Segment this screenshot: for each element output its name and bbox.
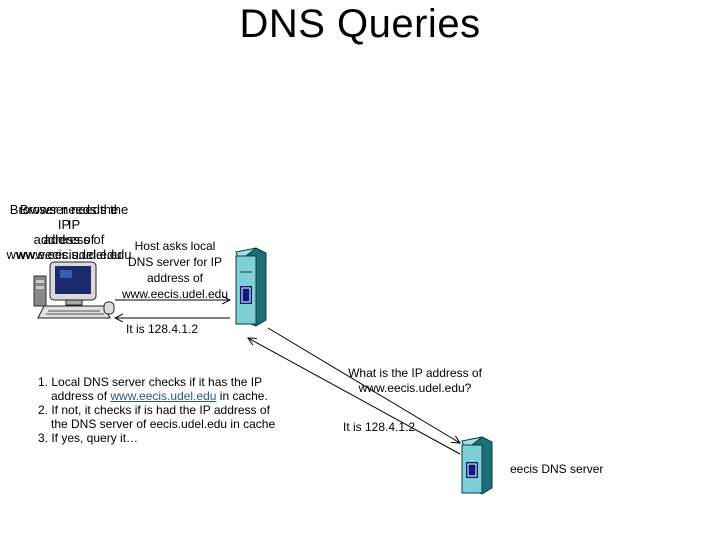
- remote-query-arrow: [267, 327, 460, 443]
- remote-reply-arrow: [248, 338, 461, 455]
- browser-note-line-3: www.eecis.udel.edu: [6, 247, 122, 262]
- step-2-line-2: the DNS server of eecis.udel.edu in cach…: [51, 417, 276, 431]
- browser-note-line-1: Browser needs the IP: [19, 202, 129, 232]
- computer-icon: [33, 261, 115, 319]
- eecis-dns-server-label: eecis DNS server: [510, 462, 604, 476]
- browser-note-line-1: Browser needs the IP: [9, 202, 119, 232]
- remote-query-note: What is the IP address of www.eecis.udel…: [340, 366, 490, 396]
- browser-note-line-2: address of: [43, 232, 105, 247]
- slide-title: DNS Queries: [239, 2, 481, 46]
- remote-query-line-2: www.eecis.udel.edu?: [358, 381, 472, 395]
- server-icon: [235, 247, 267, 327]
- server-icon: [461, 436, 493, 495]
- step-1-address-suffix: in cache.: [216, 389, 268, 403]
- host-asks-note: Host asks local DNS server for IP addres…: [110, 238, 240, 302]
- step-1-address-prefix: address of: [51, 389, 111, 403]
- remote-query-line-1: What is the IP address of: [348, 366, 482, 380]
- host-asks-line-3: address of: [146, 271, 204, 285]
- step-1-line-2: address of www.eecis.udel.edu in cache.: [38, 389, 298, 403]
- step-1-link[interactable]: www.eecis.udel.edu: [110, 389, 217, 403]
- browser-note-layer-a: Browser needs the IP address of www.eeci…: [4, 202, 124, 262]
- browser-note-line-2: address of: [33, 232, 95, 247]
- host-asks-line-2: DNS server for IP: [127, 255, 223, 269]
- local-dns-steps: 1. Local DNS server checks if it has the…: [38, 375, 298, 445]
- step-2-line-1: 2. If not, it checks if is had the IP ad…: [38, 403, 270, 417]
- browser-note-line-3: www.eecis.udel.edu: [16, 247, 132, 262]
- step-3-line: 3. If yes, query it…: [38, 431, 139, 445]
- remote-reply-label: It is 128.4.1.2: [343, 420, 416, 434]
- host-asks-line-4: www.eecis.udel.edu: [121, 287, 229, 301]
- host-asks-line-1: Host asks local: [134, 239, 216, 253]
- step-1-line-1: 1. Local DNS server checks if it has the…: [38, 375, 263, 389]
- local-reply-label: It is 128.4.1.2: [126, 322, 199, 336]
- browser-note-layer-b: Browser needs the IP address of www.eeci…: [14, 202, 134, 262]
